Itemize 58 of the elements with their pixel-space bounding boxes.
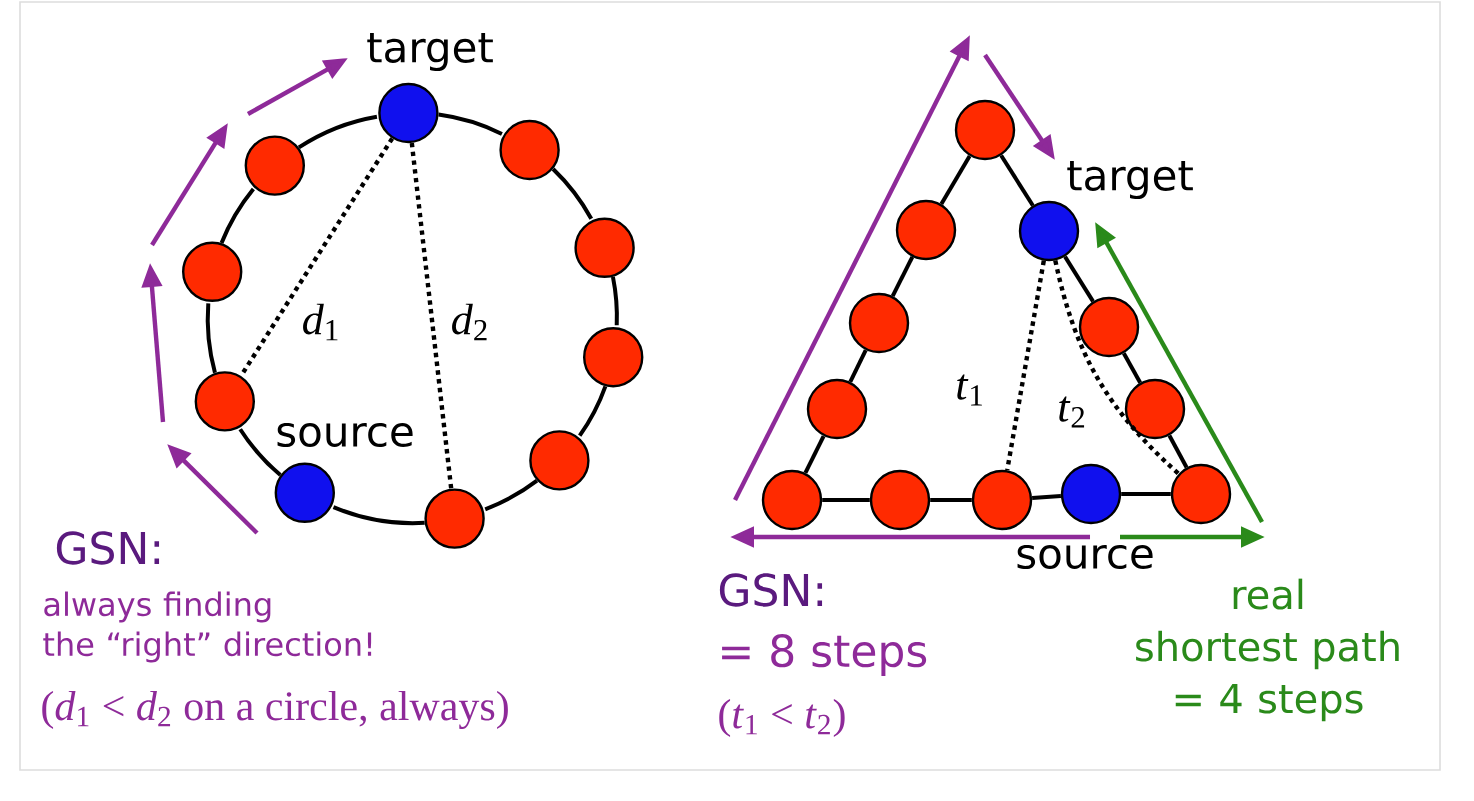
- edge-line: [297, 114, 378, 150]
- edge-line: [484, 479, 539, 512]
- node-label: source: [1017, 544, 1153, 570]
- dotted-line: [409, 142, 454, 489]
- edge-line: [848, 349, 868, 383]
- node-circle: [194, 371, 255, 432]
- edge-line: [930, 498, 972, 502]
- edge-line: [219, 187, 255, 244]
- node-circle: [806, 378, 868, 440]
- edge-line: [803, 435, 826, 474]
- node-circle: [1124, 378, 1186, 440]
- edge-line: [238, 428, 282, 477]
- edge-line: [205, 303, 217, 374]
- node-label: target: [367, 32, 493, 72]
- node-label: source: [277, 422, 413, 448]
- edge-line: [551, 167, 593, 220]
- edge-label: t$_{1}$: [953, 372, 987, 408]
- edge-line: [438, 112, 503, 136]
- note-text: real shortest path = 4 steps: [1136, 578, 1399, 722]
- edge-line: [822, 498, 870, 502]
- edge-label: t$_{2}$: [1055, 394, 1089, 430]
- node-circle: [182, 241, 243, 302]
- dotted-line: [1005, 260, 1046, 471]
- node-label: target: [1067, 160, 1193, 200]
- edge-line: [939, 155, 972, 205]
- note-text: = 8 steps: [722, 634, 927, 676]
- edge-label: d$_{2}$: [448, 301, 492, 343]
- node-circle: [869, 469, 931, 531]
- node-circle: [244, 135, 305, 196]
- note-text: GSN:: [56, 531, 160, 565]
- note-text: (t$_{1}$ < t$_{2}$): [719, 698, 845, 738]
- edge-line: [578, 385, 608, 437]
- edge-line: [1121, 492, 1171, 496]
- node-circle: [954, 99, 1016, 161]
- node-circle: [499, 119, 560, 181]
- edge-label: d$_{1}$: [299, 301, 343, 343]
- node-circle: [424, 488, 485, 549]
- node-circle: [574, 217, 635, 278]
- note-text: (d$_{1}$ < d$_{2}$ on a circle, always): [42, 690, 508, 730]
- note-text: GSN:: [719, 573, 823, 607]
- edge-line: [1032, 494, 1061, 500]
- note-text: always finding the “right” direction!: [43, 591, 372, 663]
- node-circle: [895, 199, 957, 261]
- node-circle: [1170, 463, 1232, 525]
- node-circle: [1078, 296, 1140, 358]
- edge-line: [332, 505, 425, 526]
- edge-line: [1063, 255, 1095, 303]
- node-circle: [971, 469, 1033, 531]
- edge-line: [610, 276, 619, 326]
- edge-line: [999, 154, 1035, 207]
- node-circle: [761, 469, 823, 531]
- edge-line: [890, 256, 915, 297]
- node-circle: [583, 327, 644, 388]
- node-circle: [529, 430, 590, 491]
- edge-line: [1167, 434, 1189, 469]
- node-circle: [848, 292, 910, 354]
- dotted-line: [1053, 260, 1181, 476]
- edge-line: [1122, 352, 1142, 384]
